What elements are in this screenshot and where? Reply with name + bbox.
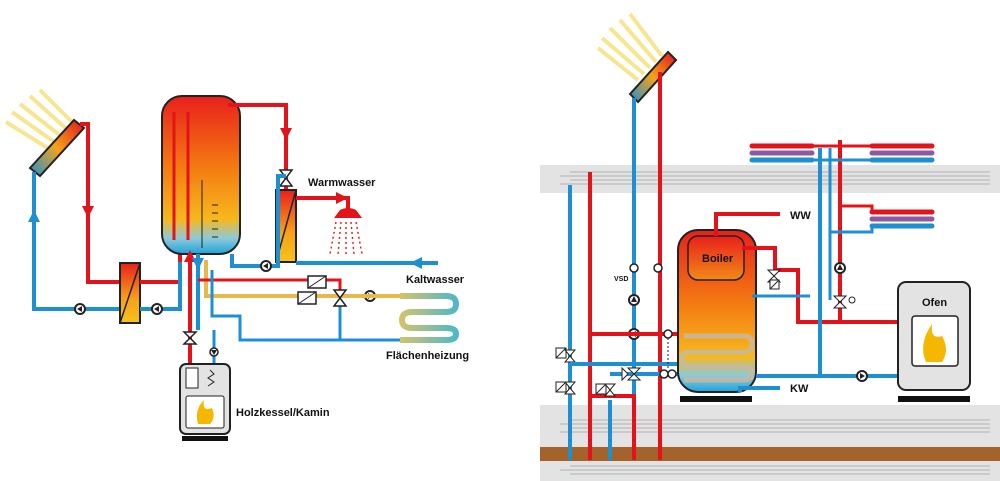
wood-boiler xyxy=(179,363,231,441)
solar-collector-left xyxy=(28,118,86,178)
hot-water-pipe-left xyxy=(228,103,288,195)
label-ww: WW xyxy=(790,210,811,222)
label-vsd: VSD xyxy=(614,276,628,283)
label-boiler: Boiler xyxy=(702,253,734,265)
collector-return-pipe-left xyxy=(32,172,120,311)
label-kw: KW xyxy=(790,383,809,395)
right-diagram: VSD xyxy=(540,12,1000,481)
floor-heating-coil xyxy=(398,293,460,343)
label-flaechenheizung: Flächenheizung xyxy=(386,350,469,362)
wood-oven xyxy=(897,281,971,402)
left-diagram: Warmwasser Kaltwasser Flächenheizung xyxy=(4,88,469,441)
valve-ofen xyxy=(766,269,782,277)
valves-left-column xyxy=(555,347,617,397)
radiators-upper xyxy=(749,143,935,163)
valve-boiler-left xyxy=(182,331,198,340)
label-warmwasser: Warmwasser xyxy=(308,177,376,189)
tank-coil-right xyxy=(679,333,755,383)
flow-arrow-up-left xyxy=(28,210,40,222)
radiator-mid xyxy=(828,204,935,234)
label-kaltwasser: Kaltwasser xyxy=(406,274,465,286)
floor-band-bottom xyxy=(540,461,1000,481)
floor-band-lower xyxy=(540,405,1000,447)
cold-water-pipe-left xyxy=(230,174,438,268)
ceiling-band-upper xyxy=(540,165,1000,193)
shower-head xyxy=(329,208,363,255)
sun-rays-right xyxy=(596,12,664,82)
label-holzkessel: Holzkessel/Kamin xyxy=(236,407,330,419)
three-way-valve xyxy=(332,289,348,300)
brown-band xyxy=(540,447,1000,461)
label-ofen: Ofen xyxy=(922,297,947,309)
collector-flow-pipe-left xyxy=(80,122,122,284)
storage-tank-left xyxy=(161,95,241,255)
flow-arrow-down-left xyxy=(82,206,94,218)
